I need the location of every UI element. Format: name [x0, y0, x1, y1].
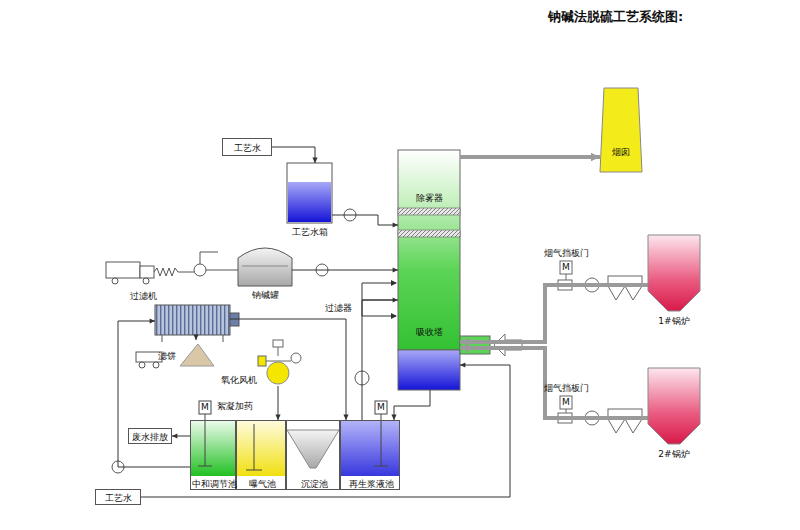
equipment-label: 絮凝加药 [214, 400, 256, 411]
pipe-connector [275, 386, 280, 420]
arrow-head [312, 158, 317, 163]
pipe-line [118, 321, 190, 467]
arrow-head [393, 297, 398, 302]
node-text: 除雾器 [398, 192, 460, 203]
node-text: 工艺水 [223, 142, 271, 153]
equipment-label: 烟气挡板门 [538, 382, 594, 393]
pipe-connector [332, 215, 398, 228]
pool: 沉淀池 [286, 420, 340, 490]
boiler-shape [648, 368, 700, 444]
node-text: 中和调节池 [191, 478, 237, 489]
motor-mark: M [561, 262, 571, 273]
arrow-head [591, 153, 600, 162]
water-source-box: 工艺水 [222, 138, 272, 156]
pipe-connector [272, 147, 318, 163]
boiler-outline [648, 368, 700, 446]
chimney-outline [600, 88, 642, 172]
arrow-head [150, 318, 155, 323]
pipe-line [460, 285, 648, 342]
pipe-line [394, 390, 430, 420]
node-text: 1#锅炉 [642, 315, 706, 326]
pipe-connector [118, 318, 190, 467]
node-text: 再生浆液池 [341, 478, 401, 489]
arrow-head [460, 362, 465, 367]
filter-cake: 滤饼 [178, 340, 214, 366]
node-text: 过滤机 [123, 290, 163, 301]
discharge-box: 废水排放 [128, 428, 172, 444]
node-text: 钠碱罐 [233, 289, 297, 300]
pipe-line [362, 300, 398, 420]
boiler: 1#锅炉 [648, 235, 700, 313]
absorption-tower: 除雾器吸收塔 [398, 150, 460, 390]
pipe-connector [141, 362, 510, 497]
node-text: 氧化风机 [217, 374, 261, 385]
soda-tank: 钠碱罐 [238, 244, 292, 286]
pool: 曝气池 [236, 420, 286, 490]
pipe-connector [460, 285, 648, 346]
diagram-title: 钠碱法脱硫工艺系统图: [548, 8, 683, 26]
pipe-connector [460, 344, 648, 418]
arrow-head [393, 267, 398, 272]
motor-mark: M [376, 402, 386, 413]
pipe-connector [391, 390, 430, 420]
arrow-head [393, 222, 398, 227]
oxidation-blower-outline [265, 360, 291, 386]
pipe-connector [460, 153, 600, 162]
chimney: 烟囱 [600, 88, 642, 172]
pipe-line [292, 270, 398, 271]
water-tank: 工艺水箱 [287, 163, 332, 223]
pool: 再生浆液池 [340, 420, 400, 490]
pool: 中和调节池 [190, 420, 236, 490]
boiler-shape [648, 235, 700, 311]
water-source-box: 工艺水 [95, 489, 141, 505]
arrow-head [193, 335, 198, 340]
pipe-line [332, 215, 398, 225]
pipe-line [460, 348, 648, 418]
pipe-connector [193, 335, 198, 340]
node-text: 工艺水箱 [277, 226, 342, 237]
motor-mark: M [561, 397, 571, 408]
boiler-outline [648, 235, 700, 313]
arrow-head [460, 344, 469, 353]
node-text: 工艺水 [96, 492, 140, 503]
chimney-shape [600, 88, 642, 172]
pipe-line [141, 365, 510, 497]
pipe-line [460, 155, 600, 159]
pipe-line [272, 147, 315, 163]
equipment-label: 过滤器 [322, 302, 354, 313]
pipe-connector [172, 433, 190, 438]
node-text: 吸收塔 [398, 326, 460, 337]
node-text: 曝气池 [237, 478, 287, 489]
oxidation-blower-shape [267, 362, 289, 384]
node-text: 废水排放 [129, 431, 171, 442]
arrow-head [172, 433, 177, 438]
node-text: 烟囱 [600, 146, 642, 157]
pipe-connector [362, 297, 398, 420]
boiler: 2#锅炉 [648, 368, 700, 446]
motor-mark: M [200, 402, 210, 413]
node-text: 2#锅炉 [642, 448, 706, 459]
node-text: 沉淀池 [287, 478, 341, 489]
oxidation-blower: 氧化风机 [265, 360, 291, 386]
pipe-connector [292, 267, 398, 272]
filter-press: 过滤机 [155, 305, 230, 335]
equipment-label: 烟气挡板门 [538, 247, 594, 258]
node-text: 滤饼 [156, 350, 178, 361]
